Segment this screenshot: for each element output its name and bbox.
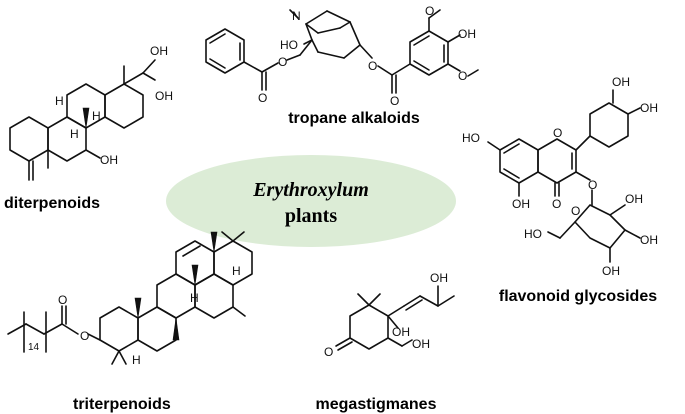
triterpenoid-atom-o-carbonyl: O bbox=[58, 293, 67, 307]
megastigmane-structure: OH OH OH O bbox=[324, 271, 455, 359]
flavonoid-atom-oh-sugar-2: OH bbox=[640, 233, 658, 247]
flavonoid-atom-oh-sugar-3: OH bbox=[602, 264, 620, 278]
label-flavonoid-glycosides: flavonoid glycosides bbox=[499, 288, 657, 305]
tropane-atom-o-methoxy-top: O bbox=[425, 4, 434, 18]
center-node: Erythroxylum plants bbox=[166, 155, 456, 247]
flavonoid-atom-ho-a-ring: HO bbox=[462, 131, 480, 145]
triterpenoid-structure: O O 14 H H H bbox=[7, 231, 253, 367]
flavonoid-atom-oh-sugar-1: OH bbox=[625, 192, 643, 206]
triterpenoid-atom-h-2: H bbox=[190, 291, 199, 305]
label-diterpenoids: diterpenoids bbox=[4, 195, 100, 212]
triterpenoid-chain-count: 14 bbox=[28, 342, 40, 353]
tropane-atom-ho: HO bbox=[280, 38, 298, 52]
flavonoid-glycoside-structure: HO OH OH O O O OH O HO OH OH OH bbox=[462, 75, 658, 278]
flavonoid-atom-ho-sugar: HO bbox=[524, 227, 542, 241]
megastigmane-atom-oh-side: OH bbox=[412, 337, 430, 351]
flavonoid-atom-o-sugar-ring: O bbox=[571, 204, 580, 218]
diterpenoid-atom-oh-2: OH bbox=[155, 89, 173, 103]
flavonoid-atom-oh-5: OH bbox=[512, 197, 530, 211]
flavonoid-atom-o-pyran: O bbox=[553, 126, 562, 140]
center-title-genus: Erythroxylum bbox=[252, 179, 369, 201]
center-title-plants: plants bbox=[285, 205, 337, 227]
megastigmane-atom-oh-ring: OH bbox=[392, 325, 410, 339]
label-megastigmanes: megastigmanes bbox=[316, 396, 437, 413]
label-tropane-alkaloids: tropane alkaloids bbox=[288, 110, 420, 127]
tropane-atom-o-ester-left: O bbox=[278, 55, 287, 69]
center-ellipse bbox=[166, 155, 456, 247]
diterpenoid-atom-oh-1: OH bbox=[150, 44, 168, 58]
triterpenoid-atom-h-3: H bbox=[232, 264, 241, 278]
label-triterpenoids: triterpenoids bbox=[73, 396, 171, 413]
tropane-atom-oh: OH bbox=[458, 27, 476, 41]
diterpenoid-atom-h-3: H bbox=[92, 109, 101, 123]
diterpenoid-structure: OH OH OH H H H bbox=[9, 44, 173, 181]
tropane-atom-o-methoxy-bottom: O bbox=[458, 69, 467, 83]
megastigmane-atom-oh-top: OH bbox=[430, 271, 448, 285]
tropane-alkaloid-structure: N HO O O O O O OH O bbox=[205, 4, 479, 108]
flavonoid-atom-o-glycosidic: O bbox=[588, 178, 597, 192]
diterpenoid-atom-oh-3: OH bbox=[100, 153, 118, 167]
flavonoid-atom-oh-b-ring-1: OH bbox=[612, 75, 630, 89]
triterpenoid-atom-h-1: H bbox=[132, 353, 141, 367]
diterpenoid-atom-h-1: H bbox=[55, 94, 64, 108]
tropane-atom-o-carbonyl-right: O bbox=[390, 94, 399, 108]
diterpenoid-atom-h-2: H bbox=[70, 127, 79, 141]
tropane-atom-n: N bbox=[292, 9, 301, 23]
tropane-atom-o-ester-right: O bbox=[368, 59, 377, 73]
tropane-atom-o-carbonyl-left: O bbox=[258, 91, 267, 105]
flavonoid-atom-o-keto: O bbox=[552, 197, 561, 211]
flavonoid-atom-oh-b-ring-2: OH bbox=[640, 101, 658, 115]
megastigmane-atom-o-keto: O bbox=[324, 345, 333, 359]
triterpenoid-atom-o-ester: O bbox=[80, 329, 89, 343]
